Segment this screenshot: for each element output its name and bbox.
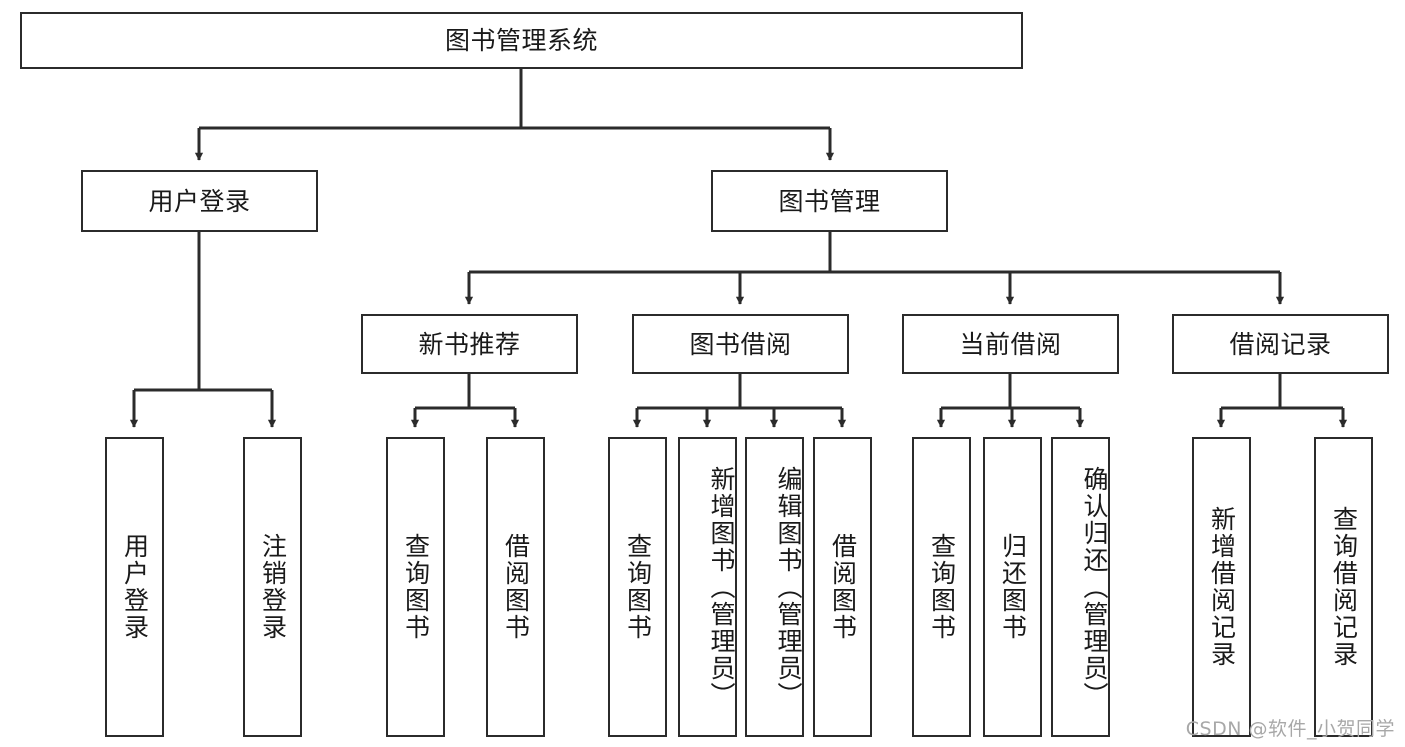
node-label: 新书推荐 (418, 329, 521, 359)
node-new-book-recommend[interactable]: 新书推荐 (361, 314, 578, 374)
node-label: 查询图书 (401, 533, 431, 641)
node-label: 借阅记录 (1229, 329, 1332, 359)
node-borrow-record[interactable]: 借阅记录 (1172, 314, 1389, 374)
node-label: 用户登录 (120, 533, 150, 641)
leaf-return-book[interactable]: 归还图书 (983, 437, 1042, 737)
leaf-borrow-book[interactable]: 借阅图书 (813, 437, 872, 737)
node-label: 当前借阅 (959, 329, 1062, 359)
node-book-borrow[interactable]: 图书借阅 (632, 314, 849, 374)
leaf-user-login[interactable]: 用户登录 (105, 437, 164, 737)
node-label: 注销登录 (258, 533, 288, 641)
node-label: 查询图书 (623, 533, 653, 641)
leaf-logout-login[interactable]: 注销登录 (243, 437, 302, 737)
csdn-watermark: CSDN @软件_小贺同学 (1185, 718, 1395, 740)
node-label: 图书借阅 (689, 329, 792, 359)
node-label: 图书管理 (778, 186, 881, 216)
leaf-query-book-current[interactable]: 查询图书 (912, 437, 971, 737)
node-label: 借阅图书 (828, 533, 858, 641)
node-label: 查询图书 (927, 533, 957, 641)
node-book-management[interactable]: 图书管理 (711, 170, 948, 232)
node-label: 确认归还（管理员） (1080, 465, 1109, 709)
node-label: 用户登录 (148, 186, 251, 216)
leaf-edit-book-admin[interactable]: 编辑图书（管理员） (745, 437, 804, 737)
node-label: 查询借阅记录 (1329, 506, 1359, 668)
leaf-query-borrow-record[interactable]: 查询借阅记录 (1314, 437, 1373, 737)
leaf-add-book-admin[interactable]: 新增图书（管理员） (678, 437, 737, 737)
node-label: 新增图书（管理员） (707, 465, 736, 709)
node-label: 借阅图书 (501, 533, 531, 641)
leaf-confirm-return-admin[interactable]: 确认归还（管理员） (1051, 437, 1110, 737)
node-label: 新增借阅记录 (1207, 506, 1237, 668)
node-root-system[interactable]: 图书管理系统 (20, 12, 1023, 69)
leaf-query-book-rec[interactable]: 查询图书 (386, 437, 445, 737)
leaf-query-book-borrow[interactable]: 查询图书 (608, 437, 667, 737)
node-current-borrow[interactable]: 当前借阅 (902, 314, 1119, 374)
leaf-borrow-book-rec[interactable]: 借阅图书 (486, 437, 545, 737)
node-label: 归还图书 (998, 533, 1028, 641)
leaf-add-borrow-record[interactable]: 新增借阅记录 (1192, 437, 1251, 737)
node-label: 编辑图书（管理员） (774, 465, 803, 709)
node-user-login[interactable]: 用户登录 (81, 170, 318, 232)
node-label: 图书管理系统 (444, 26, 598, 55)
